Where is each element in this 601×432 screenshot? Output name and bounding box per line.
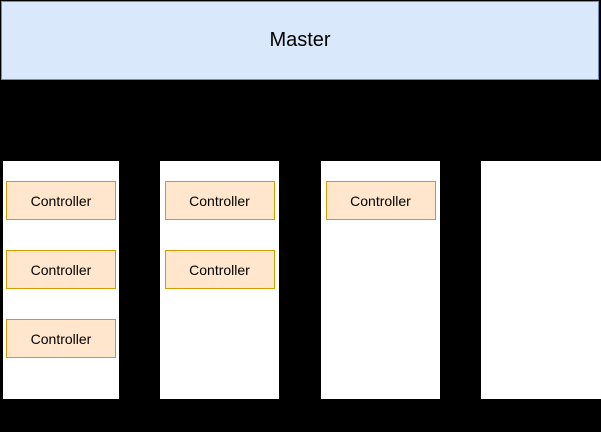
controller-column-2: Controller Controller bbox=[160, 161, 279, 399]
controller-node: Controller bbox=[325, 181, 436, 220]
controller-node: Controller bbox=[164, 181, 275, 220]
controller-node: Controller bbox=[6, 250, 116, 289]
master-node: Master bbox=[1, 1, 599, 80]
controller-node: Controller bbox=[6, 181, 116, 220]
controller-node: Controller bbox=[164, 250, 275, 289]
controller-column-1: Controller Controller Controller bbox=[3, 161, 119, 399]
controller-column-4 bbox=[481, 161, 601, 399]
controller-column-3: Controller bbox=[321, 161, 440, 399]
controller-node: Controller bbox=[6, 319, 116, 358]
